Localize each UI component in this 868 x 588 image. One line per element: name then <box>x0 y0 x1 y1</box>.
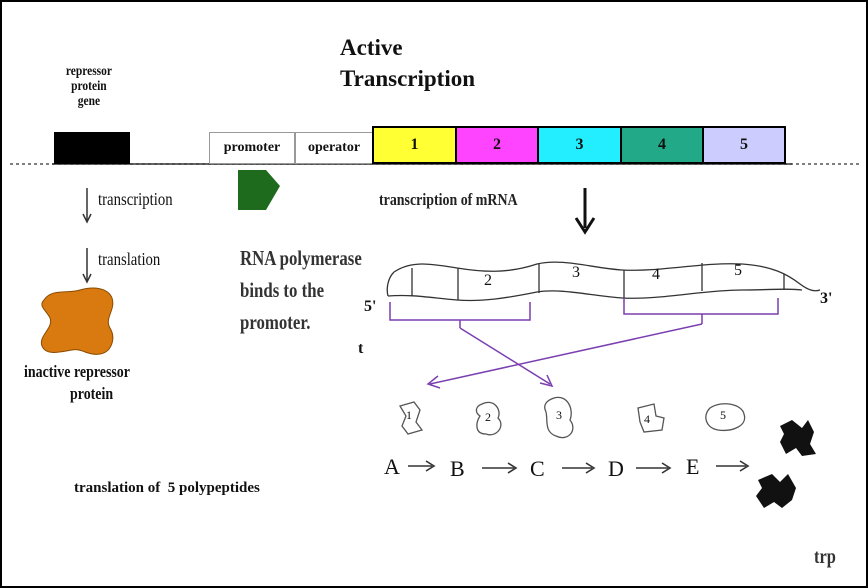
mrna-segment-3: 3 <box>572 264 580 281</box>
pathway-c: C <box>530 456 545 481</box>
partial-text-t: t <box>358 340 364 357</box>
three-prime-label: 3' <box>820 290 833 307</box>
pathway-arrows <box>408 460 750 474</box>
title-line-2: Transcription <box>340 66 476 91</box>
trp-molecule-2 <box>756 474 796 508</box>
polypeptide-3-label: 3 <box>556 408 562 422</box>
pathway-a: A <box>384 454 400 479</box>
polypeptide-2-label: 2 <box>485 410 491 424</box>
mrna-segment-2: 2 <box>484 272 492 289</box>
pathway-b: B <box>450 456 465 481</box>
inactive-repressor-protein-shape <box>40 287 114 355</box>
promoter-region: promoter <box>209 132 295 164</box>
polypeptide-1-shape <box>399 401 424 435</box>
bracket-genes-1-2 <box>389 302 531 328</box>
gene-1: 1 <box>372 126 457 164</box>
repressor-gene-box <box>54 132 130 164</box>
gene-3: 3 <box>537 126 622 164</box>
polypeptide-1-label: 1 <box>406 408 412 422</box>
mrna-segment-5: 5 <box>734 262 742 279</box>
arrow-to-polypeptide-3 <box>459 327 551 385</box>
mrna-bottom-edge <box>387 288 803 302</box>
mrna-top-edge <box>393 261 821 292</box>
polypeptide-2-shape <box>475 401 502 436</box>
mrna-segment-4: 4 <box>652 266 660 283</box>
trp-molecule-1 <box>780 420 816 456</box>
polypeptide-5-label: 5 <box>720 408 726 422</box>
translation-label: translation <box>98 249 161 269</box>
pathway-d: D <box>608 456 624 481</box>
polypeptide-4-label: 4 <box>644 412 650 426</box>
transcription-label: transcription <box>98 189 173 209</box>
polypeptide-5-shape <box>705 403 746 432</box>
repressor-gene-label: repressor protein gene <box>65 64 112 109</box>
diagram-title: Active Transcription <box>340 32 475 94</box>
five-prime-label: 5' <box>364 298 377 315</box>
polypeptide-4-shape <box>637 403 665 433</box>
gene-5: 5 <box>702 126 786 164</box>
gene-4: 4 <box>620 126 704 164</box>
polypeptide-3-shape <box>544 396 574 439</box>
inactive-repressor-label-2: protein <box>70 384 114 403</box>
bracket-genes-4-5 <box>623 298 779 324</box>
trp-label: trp <box>814 546 836 568</box>
operator-region: operator <box>295 132 373 164</box>
transcription-mrna-label: transcription of mRNA <box>379 190 518 209</box>
inactive-repressor-label: inactive repressor <box>24 362 130 381</box>
translation-polypeptides-label: translation of 5 polypeptides <box>74 480 260 496</box>
title-line-1: Active <box>340 35 403 60</box>
gene-2: 2 <box>455 126 539 164</box>
pathway-e: E <box>686 454 700 479</box>
rna-polymerase-shape <box>238 170 280 210</box>
arrow-to-polypeptide-1 <box>429 323 703 385</box>
rna-polymerase-text: RNA polymerase binds to the promoter. <box>240 246 362 334</box>
